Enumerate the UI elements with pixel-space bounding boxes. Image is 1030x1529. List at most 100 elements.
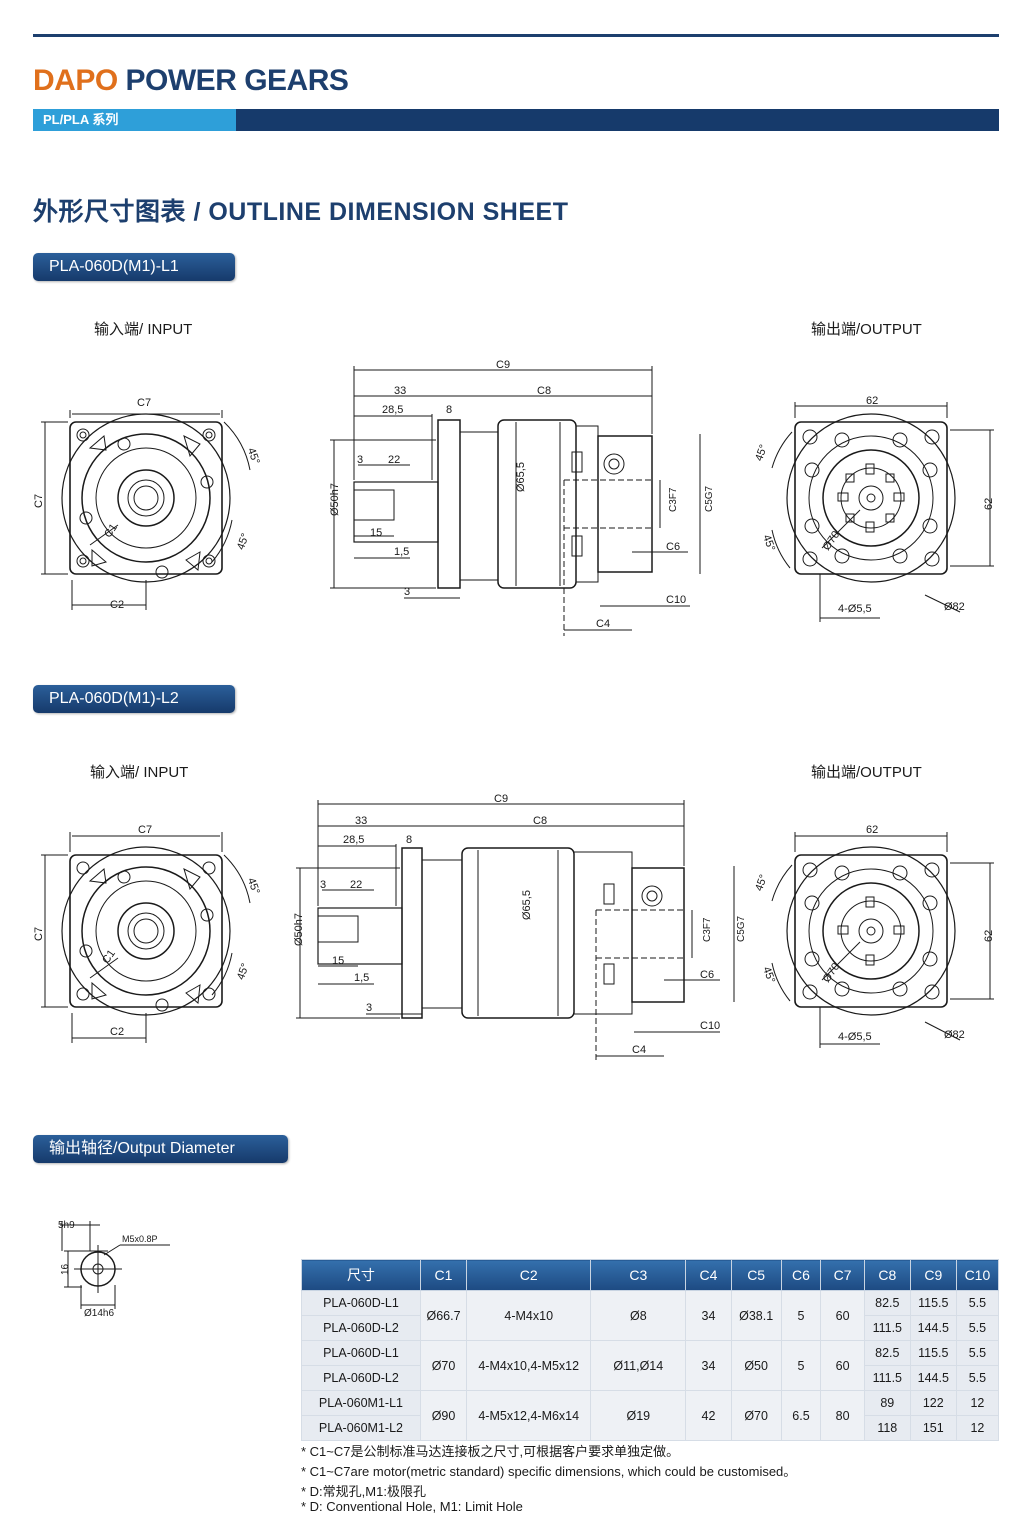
dim-m5: M5x0.8P (122, 1234, 158, 1244)
input-flange-view (41, 832, 251, 1043)
drawing-set-l1: C7 C7 C1 C2 45° 45° C9 C8 33 28,5 8 3 22… (33, 359, 995, 636)
brand-first: DAPO (33, 64, 118, 97)
c10-cell: 5.5 (955, 1365, 1000, 1391)
dim-c7-side-l2: C7 (33, 927, 45, 941)
dim-d70-l2: Ø70 (821, 961, 843, 985)
table-row: PLA-060D-L1 Ø66.7 4-M4x10 Ø8 34 Ø38.1 5 … (301, 1290, 1000, 1341)
header-c7: C7 (820, 1259, 865, 1291)
dim-33-l2: 33 (355, 815, 367, 827)
dim-d14: Ø14h6 (84, 1308, 114, 1319)
angle-45b-l2: 45° (235, 962, 252, 982)
table-row: PLA-060D-L1 Ø70 4-M4x10,4-M5x12 Ø11,Ø14 … (301, 1340, 1000, 1391)
model-cell: PLA-060D-L2 (301, 1315, 421, 1341)
dim-33-l1: 33 (394, 385, 406, 397)
dim-d50-l2: Ø50h7 (293, 913, 305, 946)
c8-cell: 111.5 (863, 1365, 911, 1391)
c10-cell: 5.5 (955, 1290, 1000, 1316)
c9-cell: 122 (909, 1390, 957, 1416)
c2-cell: 4-M4x10 (466, 1290, 592, 1341)
dim-62a-l2: 62 (866, 824, 878, 836)
dim-c10-l1: C10 (666, 594, 686, 606)
model-cell: PLA-060D-L1 (301, 1340, 421, 1366)
dim-c1-l1: C1 (102, 522, 120, 540)
dim-c8-l1: C8 (537, 385, 551, 397)
footnote-4: * D: Conventional Hole, M1: Limit Hole (301, 1499, 523, 1514)
dim-c7-top-l1: C7 (137, 397, 151, 409)
input-flange-view (41, 410, 251, 610)
c3-cell: Ø11,Ø14 (590, 1340, 687, 1391)
dim-c1-l2: C1 (100, 948, 118, 966)
dim-c9-l2: C9 (494, 793, 508, 805)
dim-d65-l2: Ø65,5 (521, 890, 533, 920)
brand-title: DAPO POWER GEARS (33, 64, 349, 98)
dim-c8-l2: C8 (533, 815, 547, 827)
c9-cell: 115.5 (909, 1290, 957, 1316)
dim-62a-l1: 62 (866, 395, 878, 407)
dim-c10-l2: C10 (700, 1020, 720, 1032)
dim-62b-l2: 62 (983, 930, 995, 942)
section-title: 外形尺寸图表 / OUTLINE DIMENSION SHEET (33, 198, 569, 226)
angle-45b-l1: 45° (235, 532, 252, 552)
c1-cell: Ø66.7 (419, 1290, 468, 1341)
dim-22-l2: 22 (350, 879, 362, 891)
dim-c6-l2: C6 (700, 969, 714, 981)
dim-c7-top-l2: C7 (138, 824, 152, 836)
c9-cell: 144.5 (909, 1365, 957, 1391)
dim-c5-l2: C5G7 (736, 915, 747, 942)
header-size: 尺寸 (301, 1259, 421, 1291)
header-c1: C1 (419, 1259, 468, 1291)
input-caption-l2: 输入端/ INPUT (90, 764, 189, 781)
dim-8-l2: 8 (406, 834, 412, 846)
c10-cell: 5.5 (955, 1340, 1000, 1366)
c10-cell: 12 (955, 1390, 1000, 1416)
dim-c6-l1: C6 (666, 541, 680, 553)
angle-45d-l2: 45° (760, 965, 777, 985)
angle-45d-l1: 45° (760, 533, 777, 553)
dim-16: 16 (60, 1263, 71, 1275)
c1-cell: Ø70 (419, 1340, 468, 1391)
header-c2: C2 (466, 1259, 592, 1291)
shaft-section-drawing: 5h9 16 M5x0.8P Ø14h6 (58, 1220, 170, 1319)
dim-1-5-l1: 1,5 (394, 546, 409, 558)
model-label-l1: PLA-060D(M1)-L1 (33, 253, 235, 281)
c9-cell: 144.5 (909, 1315, 957, 1341)
dim-5h9: 5h9 (58, 1220, 75, 1231)
c4-cell: 42 (685, 1390, 732, 1441)
output-flange-view (771, 832, 994, 1048)
dim-c2-l1: C2 (110, 599, 124, 611)
angle-45c-l2: 45° (753, 873, 770, 893)
dim-22-l1: 22 (388, 454, 400, 466)
brand-rest: POWER GEARS (117, 64, 349, 97)
header-c5: C5 (730, 1259, 782, 1291)
c8-cell: 111.5 (863, 1315, 911, 1341)
model-cell: PLA-060D-L2 (301, 1365, 421, 1391)
c8-cell: 118 (863, 1415, 911, 1441)
c9-cell: 151 (909, 1415, 957, 1441)
dim-1-5-l2: 1,5 (354, 972, 369, 984)
output-caption-l1: 输出端/OUTPUT (811, 321, 922, 338)
table-row: PLA-060D-L2 111.5 144.5 5.5 (301, 1365, 1000, 1391)
table-row: PLA-060M1-L2 118 151 12 (301, 1415, 1000, 1441)
c6-cell: 5 (780, 1290, 822, 1341)
dim-3b-l2: 3 (366, 1002, 372, 1014)
model-cell: PLA-060M1-L1 (301, 1390, 421, 1416)
c4-cell: 34 (685, 1340, 732, 1391)
c5-cell: Ø50 (730, 1340, 782, 1391)
footnote-1: * C1~C7是公制标准马达连接板之尺寸,可根据客户要求单独定做。 (301, 1444, 680, 1459)
side-view (330, 366, 701, 636)
dim-15-l1: 15 (370, 527, 382, 539)
dim-holes-l2: 4-Ø5,5 (838, 1031, 872, 1043)
c7-cell: 60 (820, 1340, 865, 1391)
c2-cell: 4-M4x10,4-M5x12 (466, 1340, 592, 1391)
spec-table: 尺寸 C1 C2 C3 C4 C5 C6 C7 C8 C9 C10 PLA-06… (301, 1259, 1000, 1441)
side-view (296, 800, 735, 1060)
dim-holes-l1: 4-Ø5,5 (838, 603, 872, 615)
c3-cell: Ø19 (590, 1390, 687, 1441)
dim-c9-l1: C9 (496, 359, 510, 371)
dim-c2-l2: C2 (110, 1026, 124, 1038)
c2-cell: 4-M5x12,4-M6x14 (466, 1390, 592, 1441)
input-caption-l1: 输入端/ INPUT (94, 321, 193, 338)
model-cell: PLA-060M1-L2 (301, 1415, 421, 1441)
c4-cell: 34 (685, 1290, 732, 1341)
top-rule (33, 34, 999, 37)
